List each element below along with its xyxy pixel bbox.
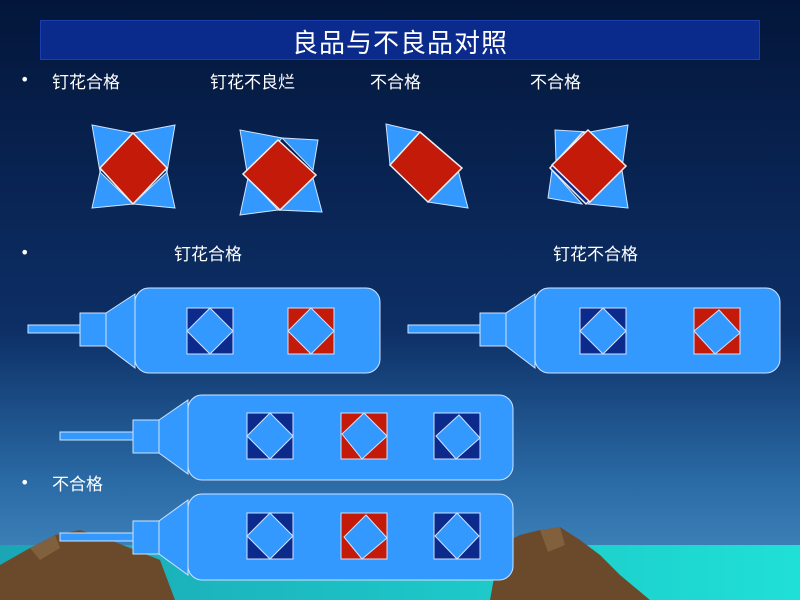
nail-pattern-fail-2: [547, 124, 629, 209]
stage-fail-three-slot-2: [59, 493, 514, 581]
nail-pattern-pass: [91, 124, 176, 209]
mountains: [0, 527, 650, 600]
nail-pattern-bad: [239, 129, 323, 216]
stage-fail-three-slot: [59, 394, 514, 481]
stage-pass: [27, 287, 381, 374]
label-nail-pass: 钉花合格: [52, 73, 120, 93]
label-stage-pass: 钉花合格: [174, 245, 242, 265]
bullet-3: •: [20, 473, 30, 492]
stage-fail: [407, 287, 781, 374]
bullet-2: •: [20, 243, 30, 262]
label-fail-3: 不合格: [52, 475, 103, 495]
label-nail-bad: 钉花不良烂: [210, 73, 295, 93]
title-bar: 良品与不良品对照: [40, 20, 760, 60]
label-fail-2: 不合格: [530, 73, 581, 93]
nail-pattern-fail-1: [385, 123, 469, 209]
bullet-1: •: [20, 70, 30, 89]
label-stage-fail: 钉花不合格: [553, 245, 638, 265]
page-title: 良品与不良品对照: [291, 29, 508, 59]
label-fail-1: 不合格: [370, 73, 421, 93]
